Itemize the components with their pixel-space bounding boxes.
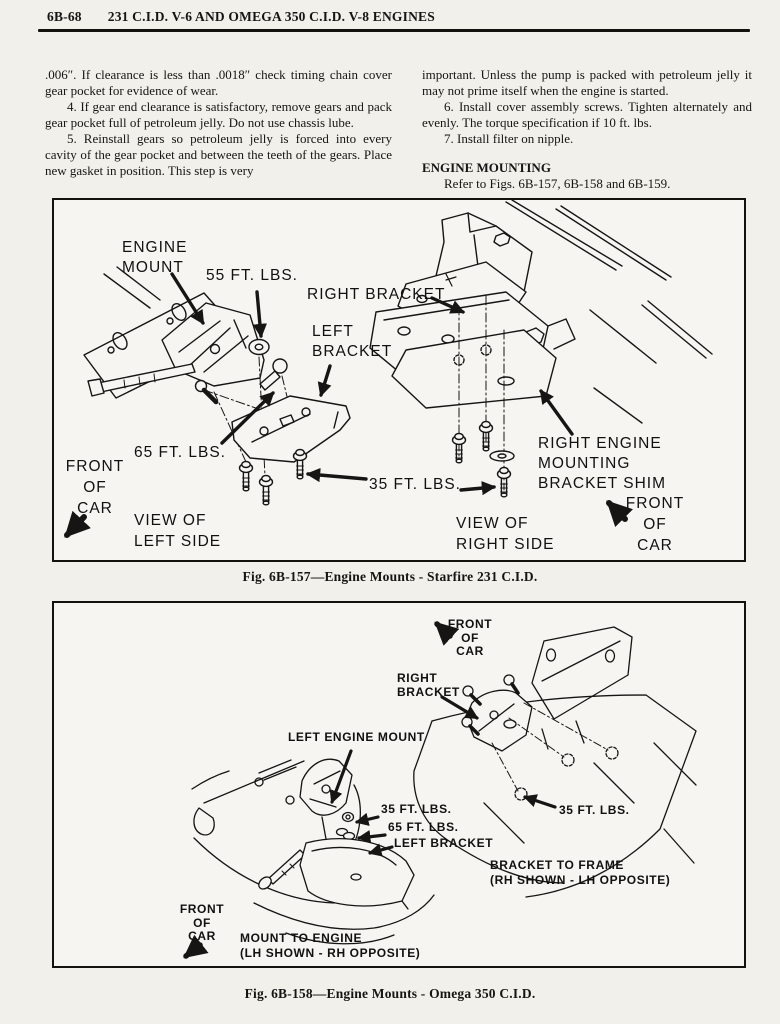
mount-bolts-drawing [87,338,288,405]
figure-6b-158-caption: Fig. 6B-158—Engine Mounts - Omega 350 C.… [244,986,536,1001]
fig2-label-right-bracket: RIGHT BRACKET [397,671,460,699]
paragraph-clearance: .006″. If clearance is less than .0018″ … [45,67,392,98]
fig2-label-mount-to-engine: MOUNT TO ENGINE (LH SHOWN - RH OPPOSITE) [240,931,421,960]
right-bracket-drawing [461,674,533,752]
projection-lines-right [458,295,505,491]
frame-rails-drawing [505,200,713,424]
paragraph-step-5: 5. Reinstall gears so petroleum jelly is… [45,131,392,178]
fig1-label-front-of-car-right: FRONT OF CAR [625,495,685,554]
paragraph-continued: important. Unless the pump is packed wit… [422,67,752,98]
fig1-label-right-bracket: RIGHT BRACKET [307,286,446,303]
fig2-label-bracket-to-frame: BRACKET TO FRAME (RH SHOWN - LH OPPOSITE… [490,858,671,887]
fig1-label-engine-mount: ENGINE MOUNT [122,239,188,276]
paragraph-step-7: 7. Install filter on nipple. [444,131,574,146]
fig1-label-shim: RIGHT ENGINE MOUNTING BRACKET SHIM [538,435,666,492]
fig2-label-left-bracket: LEFT BRACKET [394,836,494,850]
paragraph-refer-figs: Refer to Figs. 6B-157, 6B-158 and 6B-159… [444,176,671,191]
fig1-label-view-left: VIEW OF LEFT SIDE [134,512,222,550]
fig1-label-torque-55: 55 FT. LBS. [206,267,298,284]
fig2-label-front-of-car-top: FRONT OF CAR [447,617,493,658]
left-bracket-drawing [231,395,351,506]
page-title: 231 C.I.D. V-6 AND OMEGA 350 C.I.D. V-8 … [107,9,435,24]
fig2-label-front-of-car-bottom: FRONT OF CAR [179,902,225,943]
callout-arrows-2 [329,695,557,857]
figure-6b-158: FRONT OF CAR RIGHT BRACKET LEFT ENGINE M… [52,601,746,968]
fig1-label-torque-35: 35 FT. LBS. [369,476,461,493]
body-text-left-column: .006″. If clearance is less than .0018″ … [45,67,392,179]
fig1-label-view-right: VIEW OF RIGHT SIDE [456,515,555,553]
section-heading-engine-mounting: ENGINE MOUNTING [422,160,551,175]
front-of-car-arrows-2 [183,621,460,959]
right-view-bolts-drawing [451,420,515,498]
body-text-right-column: important. Unless the pump is packed wit… [422,67,752,192]
figure-6b-158-art [183,621,697,959]
figure-6b-157: ENGINE MOUNT 55 FT. LBS. RIGHT BRACKET L… [52,198,746,562]
fig1-label-front-of-car-left: FRONT OF CAR [65,458,125,517]
figure-6b-157-caption: Fig. 6B-157—Engine Mounts - Starfire 231… [242,569,538,584]
page-header: 6B-68 231 C.I.D. V-6 AND OMEGA 350 C.I.D.… [47,9,435,25]
fig2-label-torque-65: 65 FT. LBS. [388,820,459,834]
front-of-car-arrows [64,500,634,538]
fig2-label-left-engine-mount: LEFT ENGINE MOUNT [288,730,425,744]
frame-drawing [413,626,697,898]
left-bracket-drawing-2 [299,838,415,910]
frame-hole-targets [514,746,619,801]
fig1-label-left-bracket: LEFT BRACKET [312,323,393,360]
fig1-label-torque-65: 65 FT. LBS. [134,444,226,461]
header-rule [38,29,750,32]
callout-arrows [170,272,574,496]
paragraph-step-4: 4. If gear end clearance is satisfactory… [45,99,392,130]
right-bracket-assembly-drawing [369,212,576,409]
projection-lines [491,702,609,792]
fig2-label-torque-35-right: 35 FT. LBS. [559,803,630,817]
figure-6b-157-art [64,200,713,538]
fig2-label-torque-35-left: 35 FT. LBS. [381,802,452,816]
paragraph-step-6: 6. Install cover assembly screws. Tighte… [422,99,752,130]
page-number: 6B-68 [47,9,82,24]
